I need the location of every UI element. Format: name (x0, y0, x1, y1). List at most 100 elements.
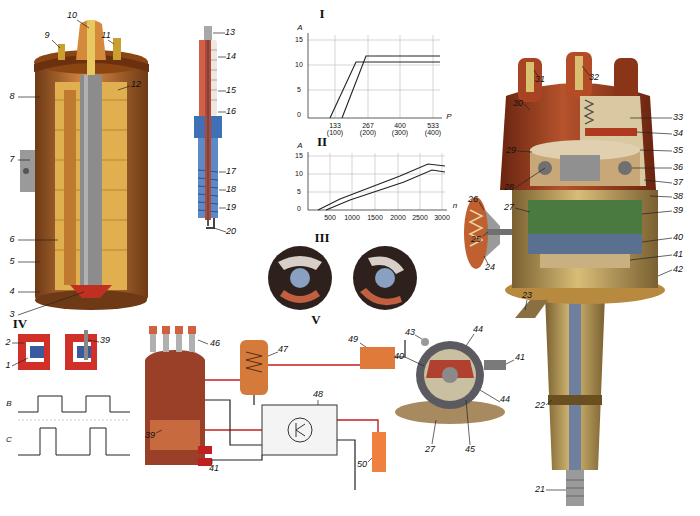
figure-numeral: II (317, 135, 327, 149)
axis-name: A (297, 142, 302, 150)
callout-number: 2 (5, 338, 10, 347)
callout-number: 19 (226, 203, 236, 212)
distributor (528, 234, 642, 254)
chart-vacuum-advance (308, 65, 440, 66)
leader-line (515, 208, 530, 212)
hall-sensor-unit (484, 360, 506, 370)
leader-line (213, 33, 226, 232)
hall-principle (18, 396, 130, 412)
wiring-diagram (296, 423, 305, 437)
ignition-coil (58, 44, 65, 60)
callout-number: 39 (673, 206, 683, 215)
chart-vacuum-advance (308, 33, 309, 118)
leader-line (18, 160, 30, 161)
axis-name: C (6, 436, 12, 444)
chart-centrifugal-advance (308, 152, 447, 210)
spark-plug (204, 26, 212, 40)
wiring-diagram (188, 326, 196, 334)
axis-tick-label: 5 (297, 86, 301, 93)
axis-tick-label: 1500 (367, 214, 383, 221)
axis-tick-label: 267 (200) (356, 122, 380, 137)
distributor (526, 62, 534, 92)
callout-number: 8 (9, 92, 14, 101)
callout-number: 47 (278, 345, 288, 354)
advance-plates (268, 246, 332, 310)
axis-tick-label: 0 (297, 111, 301, 118)
axis-tick-label: 1000 (344, 214, 360, 221)
callout-number: 48 (313, 390, 323, 399)
wiring-diagram (205, 340, 405, 490)
leader-line (318, 400, 319, 405)
wiring-diagram (205, 379, 240, 380)
callout-number: 26 (468, 195, 478, 204)
leader-line (405, 357, 424, 366)
hall-sensor-unit (424, 349, 476, 401)
callout-number: 32 (589, 73, 599, 82)
callout-number: 1 (5, 361, 10, 370)
advance-plates (268, 246, 417, 310)
callout-number: 39 (100, 336, 110, 345)
distributor (464, 52, 665, 506)
distributor (569, 300, 581, 472)
ignition-coil (20, 150, 35, 192)
axis-tick-label: 10 (295, 170, 303, 177)
callout-number: 43 (405, 328, 415, 337)
callout-number: 39 (145, 431, 155, 440)
hall-principle (84, 330, 88, 360)
hall-principle (26, 342, 44, 362)
callout-number: 46 (210, 339, 220, 348)
chart-centrifugal-advance (442, 153, 443, 210)
wiring-diagram (176, 332, 182, 352)
spark-plug (207, 40, 209, 226)
leader-line (218, 91, 226, 92)
distributor (470, 210, 482, 246)
callout-number: 23 (522, 291, 532, 300)
wiring-diagram (150, 420, 200, 450)
leader-line (156, 340, 372, 464)
wiring-diagram (145, 350, 205, 465)
callout-number: 50 (357, 460, 367, 469)
axis-tick-label: 133 (100) (323, 122, 347, 137)
chart-vacuum-advance (308, 90, 440, 91)
leader-line (636, 132, 672, 134)
wiring-diagram (162, 326, 170, 334)
wiring-diagram (288, 418, 312, 442)
chart-centrifugal-advance (375, 153, 376, 210)
callout-number: 41 (209, 464, 219, 473)
leader-line (18, 292, 84, 315)
chart-vacuum-advance (308, 118, 442, 119)
callout-number: 41 (673, 250, 683, 259)
spark-plug (199, 40, 205, 116)
hall-principle (65, 334, 97, 370)
leader-line (644, 180, 672, 183)
leader-line (18, 240, 58, 241)
wiring-diagram (198, 446, 212, 454)
callout-number: 18 (226, 185, 236, 194)
wiring-diagram (150, 332, 156, 352)
leader-line (524, 104, 530, 110)
chart-vacuum-advance (368, 35, 369, 118)
chart-vacuum-advance (342, 56, 440, 118)
callout-number: 21 (535, 485, 545, 494)
leader-line (432, 420, 436, 444)
axis-tick-label: 5 (297, 188, 301, 195)
distributor (618, 161, 632, 175)
distributor (585, 128, 637, 136)
hall-principle (73, 342, 91, 362)
leader-line (517, 151, 532, 152)
ignition-coil (23, 168, 29, 174)
callout-number: 38 (673, 192, 683, 201)
distributor (575, 56, 583, 90)
axis-tick-label: 2000 (390, 214, 406, 221)
axis-name: A (297, 24, 302, 32)
leader-line (219, 208, 226, 209)
hall-sensor-unit (442, 367, 458, 383)
axis-tick-label: 500 (324, 214, 336, 221)
leader-line (480, 390, 500, 402)
leader-line (18, 292, 40, 293)
callout-number: 45 (465, 445, 475, 454)
distributor (528, 200, 642, 234)
wiring-diagram (268, 364, 360, 365)
wiring-diagram (253, 395, 254, 405)
